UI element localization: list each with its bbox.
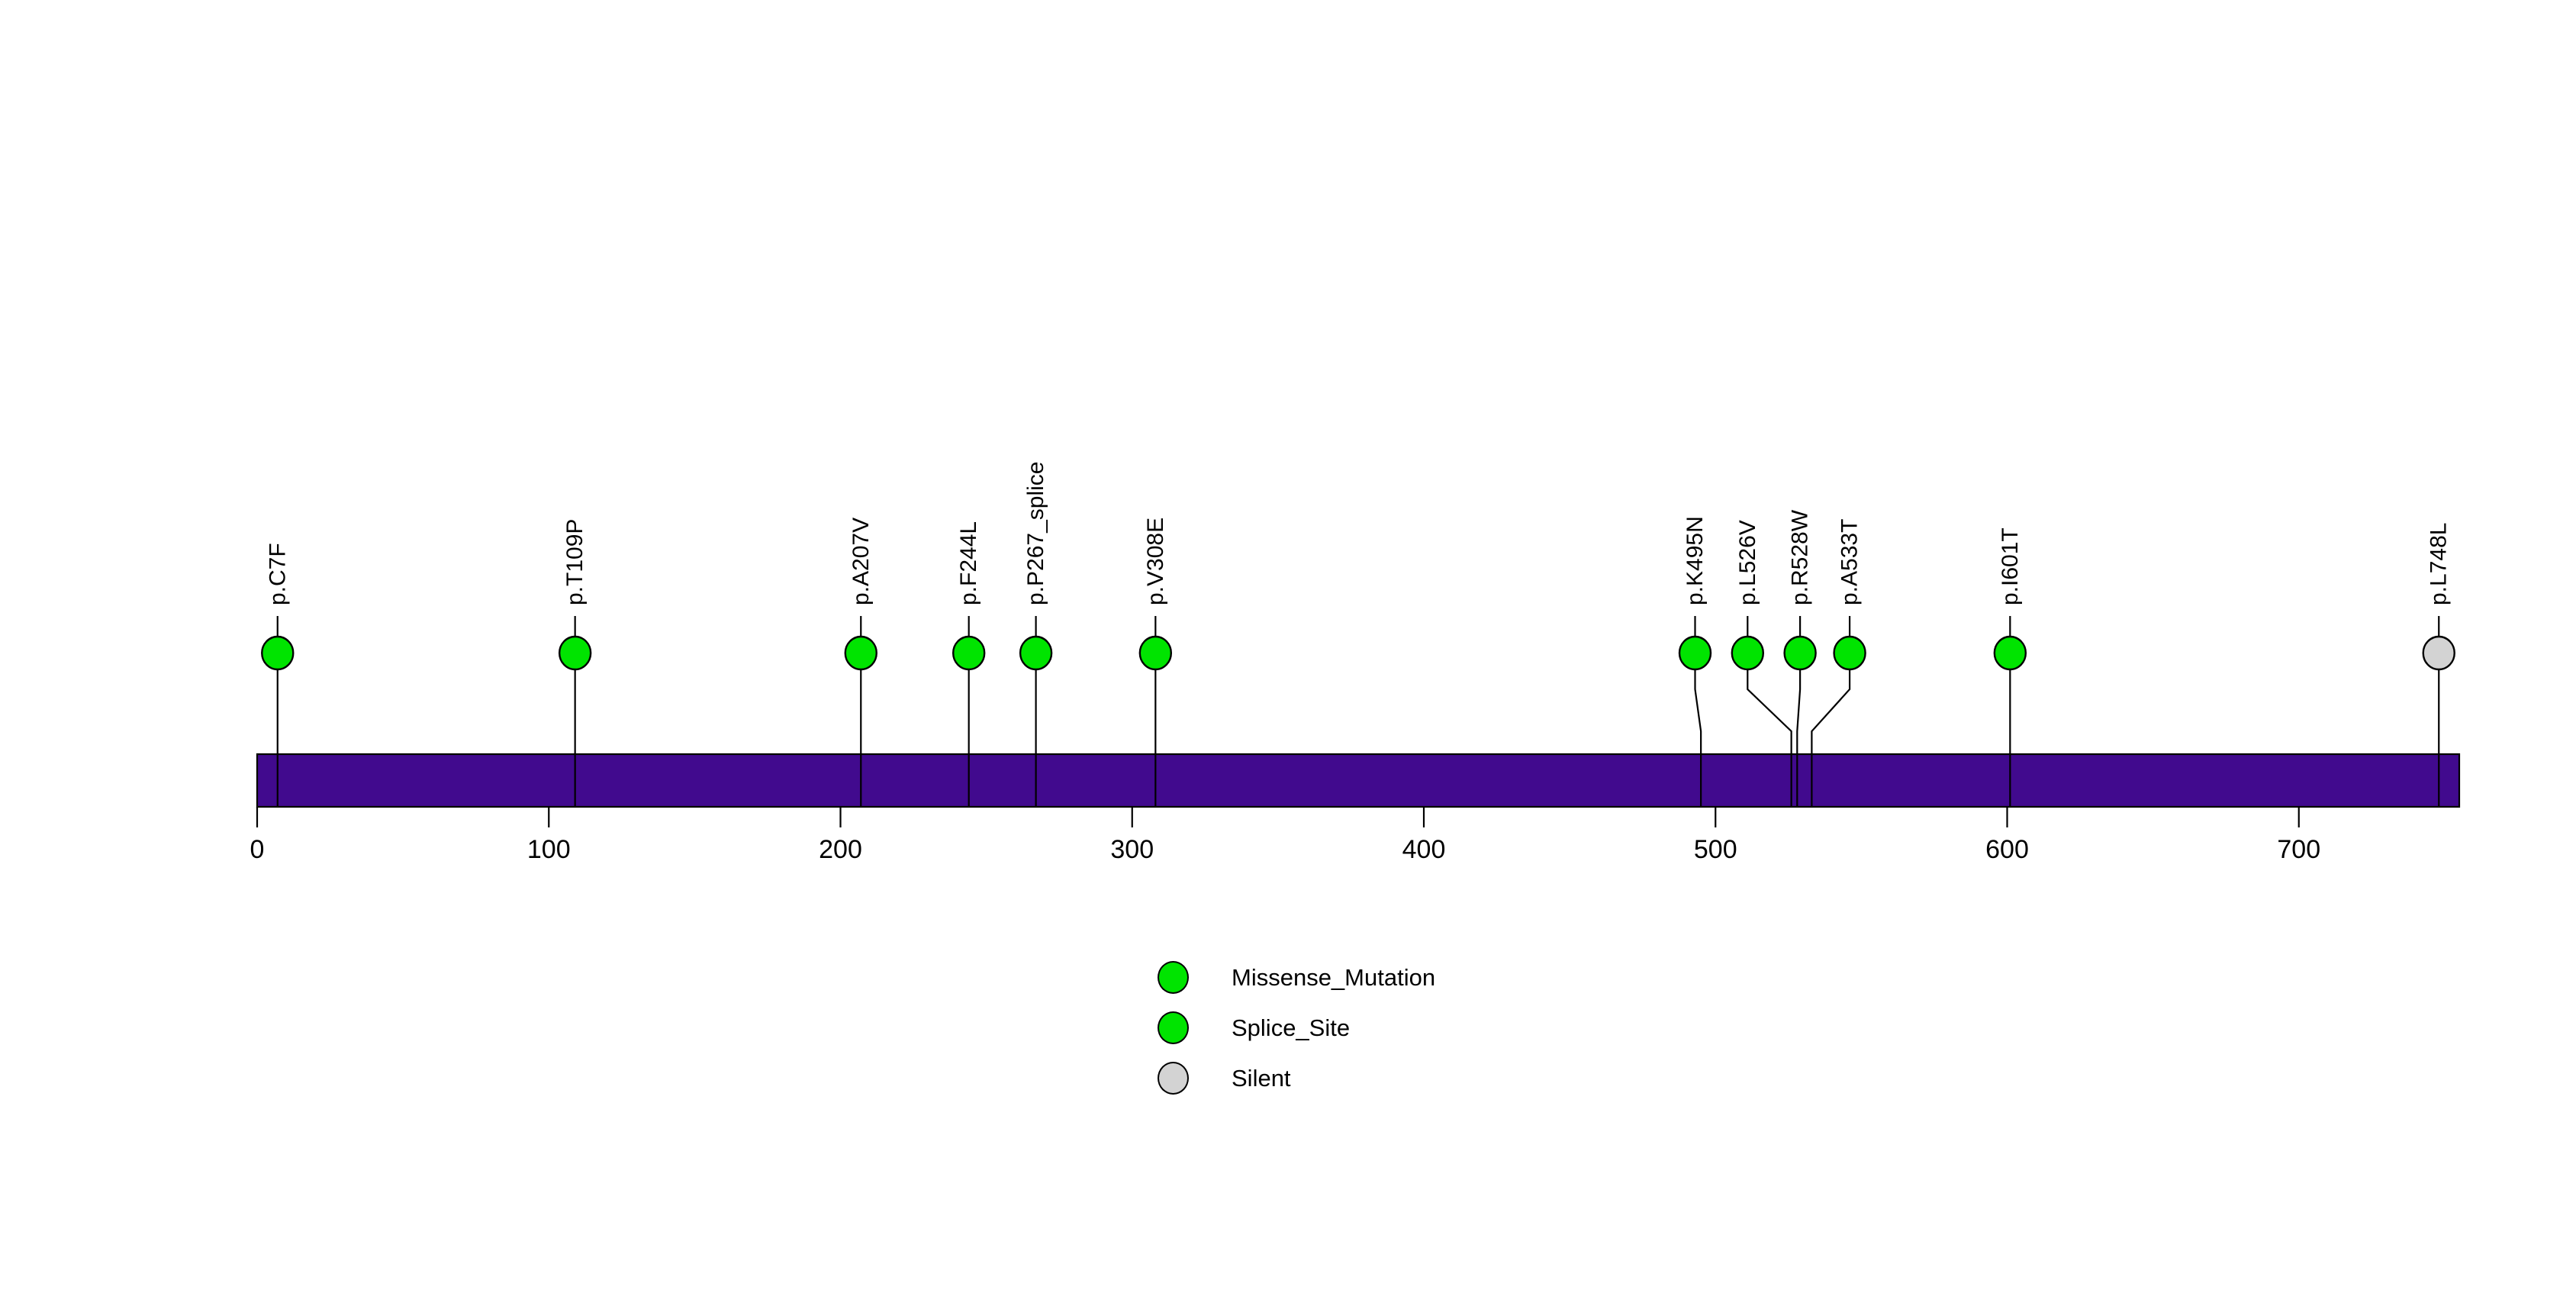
axis-tick-label: 700: [2277, 835, 2320, 864]
axis-tick-label: 200: [819, 835, 862, 864]
lollipop-circle-missense_mutation: [1833, 635, 1866, 671]
lollipop-circle-missense_mutation: [558, 635, 592, 671]
axis-tick-label: 600: [1985, 835, 2029, 864]
mutation-label: p.F244L: [956, 521, 981, 605]
mutation-label: p.V308E: [1143, 518, 1168, 605]
mutation-label: p.P267_splice: [1023, 462, 1048, 605]
lollipop-circle-silent: [2422, 635, 2455, 671]
lollipop-circle-missense_mutation: [1678, 635, 1712, 671]
gene-body-bar: [256, 753, 2461, 808]
lollipop-circle-missense_mutation: [1138, 635, 1173, 671]
legend-item-splice-site: Splice_Site: [1158, 1011, 1435, 1044]
mutation-label: p.A207V: [848, 518, 874, 605]
mutation-label: p.L748L: [2426, 523, 2452, 605]
axis-tick-label: 0: [250, 835, 265, 864]
lollipop-circle-missense_mutation: [1731, 635, 1765, 671]
legend-item-label: Splice_Site: [1232, 1014, 1351, 1041]
mutation-label: p.C7F: [265, 543, 290, 605]
axis-tick-label: 400: [1402, 835, 1446, 864]
lollipop-circle-missense_mutation: [1783, 635, 1817, 671]
lollipop-circle-missense_mutation: [952, 635, 986, 671]
legend-item-label: Missense_Mutation: [1232, 964, 1436, 991]
legend-item-label: Silent: [1232, 1065, 1291, 1092]
axis-tick-label: 500: [1694, 835, 1737, 864]
mutation-label: p.T109P: [562, 519, 588, 605]
axis-tick-label: 100: [527, 835, 571, 864]
legend-marker-circle-missense: [1158, 961, 1189, 994]
mutation-label: p.R528W: [1788, 509, 1813, 605]
legend-marker-circle-splice-site: [1158, 1011, 1189, 1044]
lollipop-circle-splice_site: [1019, 635, 1053, 671]
axis-tick-label: 300: [1110, 835, 1154, 864]
mutation-label: p.I601T: [1998, 527, 2023, 605]
lollipop-circle-missense_mutation: [261, 635, 295, 671]
legend-item-missense: Missense_Mutation: [1158, 961, 1435, 994]
mutation-label: p.K495N: [1682, 516, 1708, 605]
legend-item-silent: Silent: [1158, 1062, 1435, 1095]
legend-marker-circle-silent: [1158, 1062, 1189, 1095]
lollipop-circle-missense_mutation: [844, 635, 877, 671]
mutation-label: p.A533T: [1837, 519, 1863, 605]
mutation-label: p.L526V: [1735, 520, 1760, 605]
legend: Missense_Mutation Splice_Site Silent: [1158, 961, 1435, 1112]
lollipop-circle-missense_mutation: [1993, 635, 2027, 671]
